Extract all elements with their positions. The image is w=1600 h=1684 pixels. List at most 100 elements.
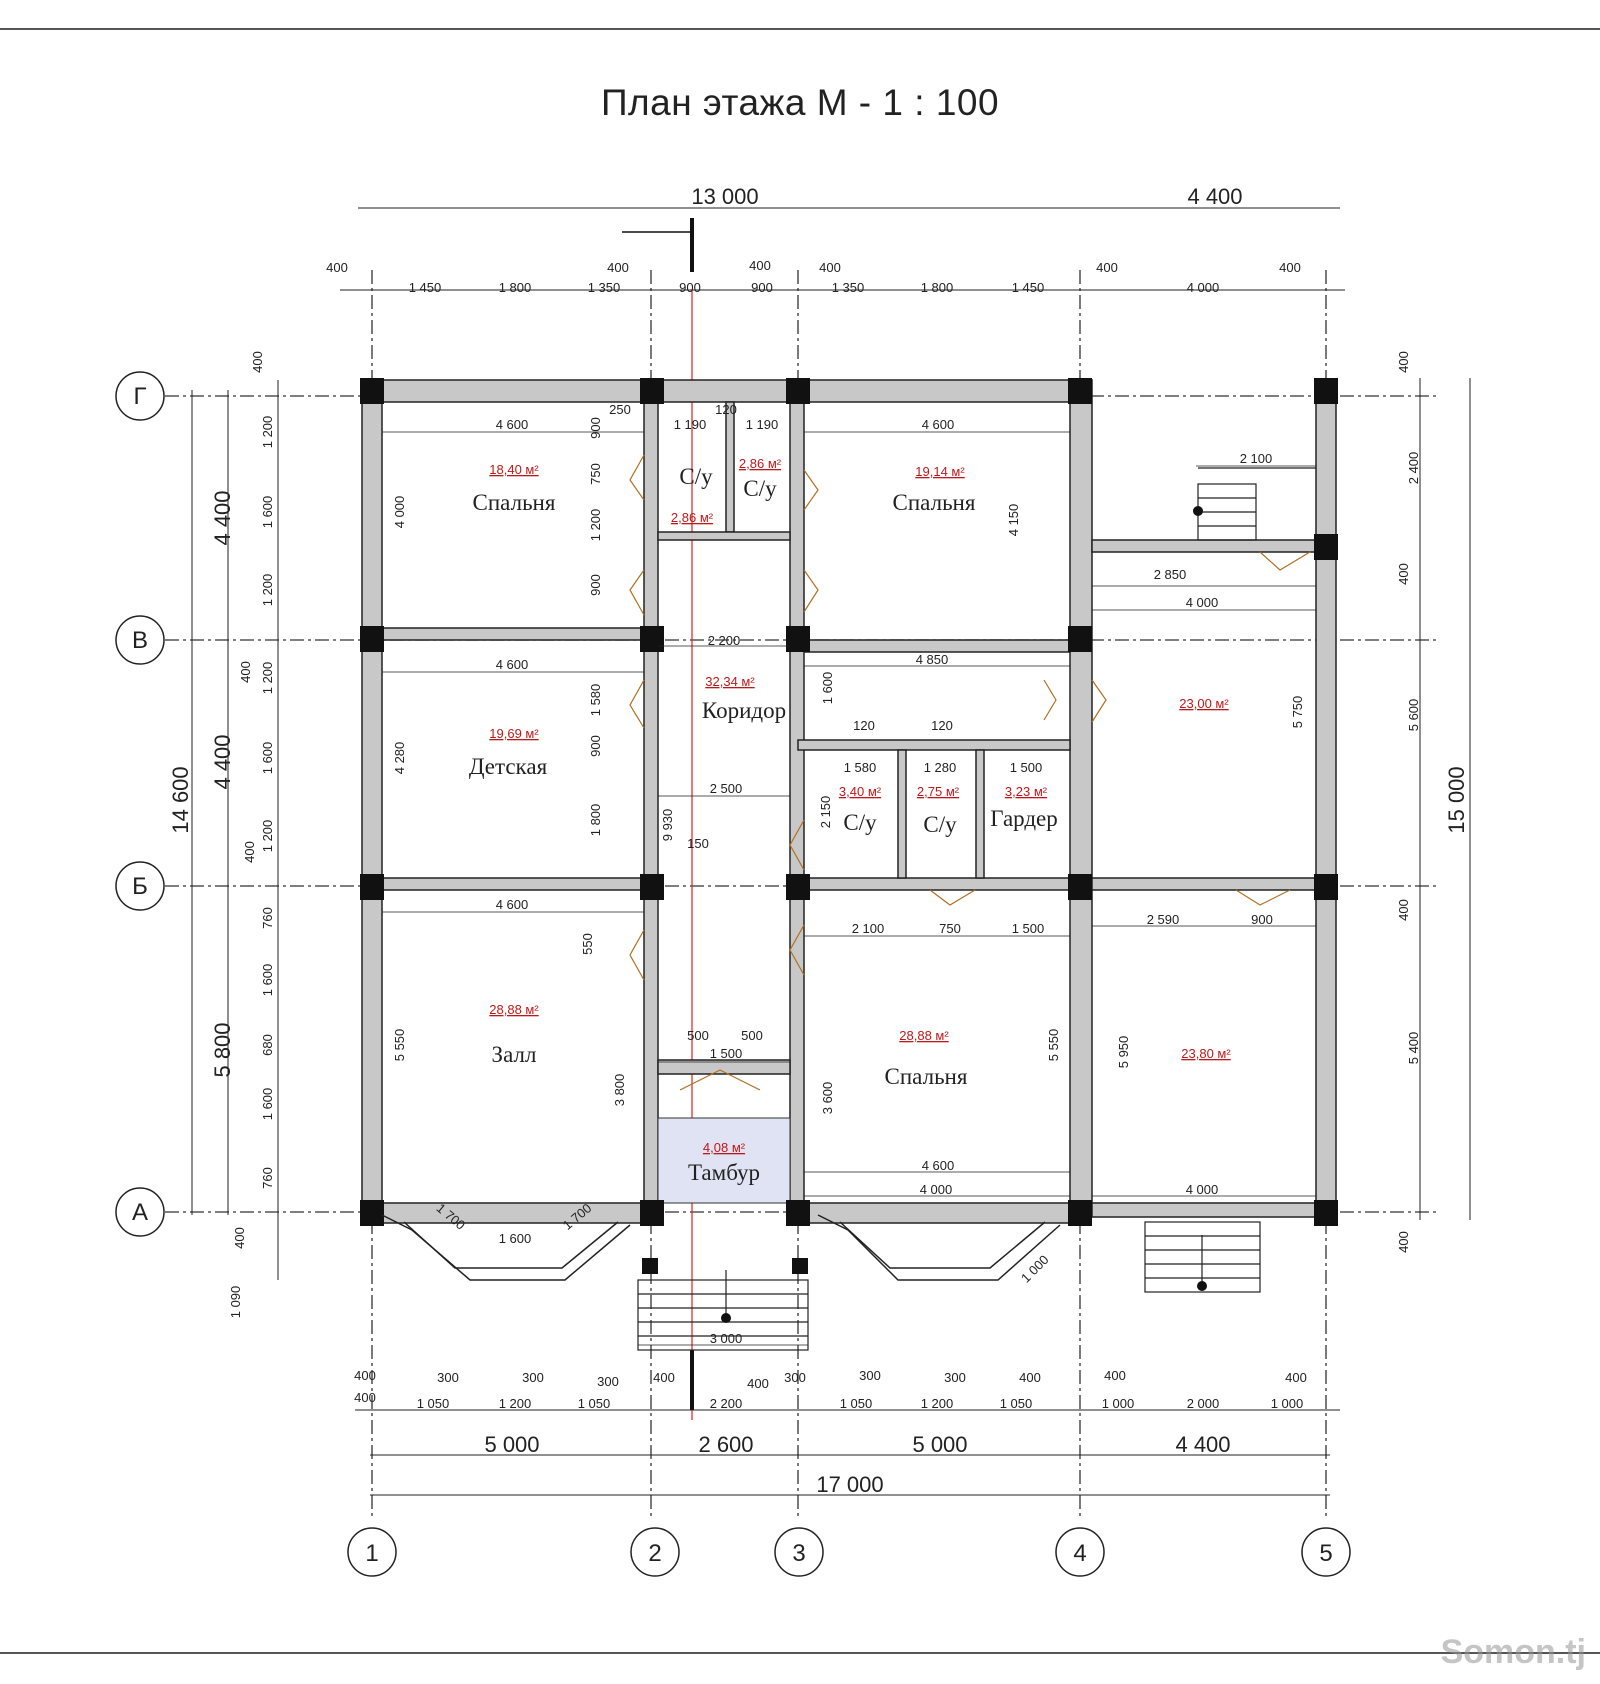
columns — [360, 378, 1338, 1274]
dims-left-detail: 400 1 200 1 600 1 200 400 1 200 1 600 1 … — [228, 351, 275, 1318]
wall-left — [361, 379, 383, 1216]
dim-bd-2: 300 — [437, 1370, 459, 1385]
dim-in-29: 900 — [588, 417, 603, 439]
wall-bottom-left — [361, 1202, 652, 1224]
dim-in-1: 4 600 — [922, 417, 955, 432]
dim-ld-13: 760 — [260, 1167, 275, 1189]
dim-in-20: 1 190 — [674, 417, 707, 432]
room-area-kids: 19,69 м² — [489, 726, 539, 741]
dim-bd-5: 1 200 — [499, 1396, 532, 1411]
dim-td-2: 1 800 — [499, 280, 532, 295]
dimension-lines — [191, 207, 1471, 1496]
dim-bottom-5000b: 5 000 — [912, 1432, 967, 1457]
dim-bd-9: 2 200 — [710, 1396, 743, 1411]
dim-in-37: 4 280 — [392, 742, 407, 775]
room-name-corridor: Коридор — [702, 698, 786, 723]
room-area-wardrobe: 3,23 м² — [1005, 784, 1048, 799]
wall-axis3 — [789, 401, 805, 1203]
dim-in-53: 500 — [687, 1028, 709, 1043]
dim-in-39: 5 550 — [1046, 1029, 1061, 1062]
dim-top-4400: 4 400 — [1187, 184, 1242, 209]
dim-in-8: 2 850 — [1154, 567, 1187, 582]
dim-in-3: 4 600 — [496, 897, 529, 912]
dim-in-31: 1 200 — [588, 509, 603, 542]
room-name-wc-1: С/у — [679, 464, 713, 489]
dim-ld-3: 1 200 — [260, 574, 275, 607]
dim-bd-16: 1 050 — [1000, 1396, 1033, 1411]
wall-b-ext — [1091, 877, 1317, 891]
room-name-bedroom-1: Спальня — [473, 490, 556, 515]
dim-in-10: 4 850 — [916, 652, 949, 667]
dim-in-45: 2 150 — [818, 796, 833, 829]
dim-bd-6: 300 — [597, 1374, 619, 1389]
dim-in-15: 900 — [1251, 912, 1273, 927]
dim-in-19: 3 000 — [710, 1331, 743, 1346]
dim-in-16: 4 000 — [1186, 1182, 1219, 1197]
dims-bottom-detail: 400 400 300 1 050 300 1 200 300 1 050 40… — [354, 1368, 1307, 1411]
dim-in-21: 1 190 — [746, 417, 779, 432]
dim-td-5: 900 — [679, 280, 701, 295]
dim-in-51: 150 — [687, 836, 709, 851]
room-area-wc-2: 2,86 м² — [739, 456, 782, 471]
dim-ld-6: 1 600 — [260, 742, 275, 775]
drawing-title: План этажа М - 1 : 100 — [600, 82, 1000, 123]
bay-windows — [381, 1214, 1061, 1281]
dim-left-5800: 5 800 — [210, 1022, 235, 1077]
dim-in-14: 2 590 — [1147, 912, 1180, 927]
dim-in-34: 900 — [588, 735, 603, 757]
dim-rd-2: 400 — [1396, 563, 1411, 585]
dim-ld-5: 1 200 — [260, 662, 275, 695]
dim-left-4400b: 4 400 — [210, 734, 235, 789]
wall-v-left — [381, 627, 653, 641]
dim-right-total: 15 000 — [1444, 766, 1469, 833]
dim-in-54: 500 — [741, 1028, 763, 1043]
dim-td-8: 400 — [819, 260, 841, 275]
dim-bottom-total: 17 000 — [816, 1472, 883, 1497]
dim-ld-10: 1 600 — [260, 964, 275, 997]
wall-bottom-right — [797, 1202, 1089, 1224]
dim-in-36: 4 000 — [392, 496, 407, 529]
dim-ld-4: 400 — [238, 661, 253, 683]
frame-top-line — [0, 28, 1600, 30]
dim-in-44: 3 600 — [820, 1082, 835, 1115]
dim-bottom-2600: 2 600 — [698, 1432, 753, 1457]
dim-bd-18: 400 — [1104, 1368, 1126, 1383]
wall-b-left — [381, 877, 653, 891]
room-area-vestibule: 4,08 м² — [703, 1140, 746, 1155]
door-swings — [629, 454, 1311, 1091]
dim-in-22: 250 — [609, 402, 631, 417]
room-area-wc-4: 2,75 м² — [917, 784, 960, 799]
room-name-kids: Детская — [469, 754, 548, 779]
axis-label-1: 1 — [365, 1540, 378, 1567]
stairs — [637, 467, 1316, 1351]
axis-label-5: 5 — [1319, 1540, 1332, 1567]
room-name-wc-2: С/у — [743, 476, 777, 501]
dims-top-detail: 400 1 450 1 800 1 350 400 900 400 900 40… — [326, 258, 1301, 295]
dim-in-42: 4 150 — [1006, 504, 1021, 537]
dim-in-12: 750 — [939, 921, 961, 936]
dim-td-12: 400 — [1096, 260, 1118, 275]
dim-in-38: 5 550 — [392, 1029, 407, 1062]
dim-bd-0: 400 — [354, 1368, 376, 1383]
dim-bd-1: 400 — [354, 1390, 376, 1405]
dim-bd-8: 400 — [653, 1370, 675, 1385]
dim-td-11: 1 450 — [1012, 280, 1045, 295]
dim-rd-3: 5 600 — [1406, 699, 1421, 732]
dim-bd-10: 400 — [747, 1376, 769, 1391]
dim-td-1: 1 450 — [409, 280, 442, 295]
dim-bd-4: 300 — [522, 1370, 544, 1385]
dim-rd-0: 400 — [1396, 351, 1411, 373]
wall-top-main — [361, 379, 1083, 403]
stair-arrow-dot-1 — [721, 1313, 731, 1323]
dim-bd-21: 1 000 — [1271, 1396, 1304, 1411]
dim-in-30: 750 — [588, 463, 603, 485]
dim-ld-0: 400 — [250, 351, 265, 373]
dim-td-9: 1 350 — [832, 280, 865, 295]
dim-left-4400a: 4 400 — [210, 490, 235, 545]
frame-bottom-line — [0, 1652, 1600, 1654]
axis-label-b: Б — [132, 873, 148, 900]
room-name-wc-3: С/у — [843, 810, 877, 835]
dim-rd-6: 400 — [1396, 1231, 1411, 1253]
room-area-bedroom-2: 19,14 м² — [915, 464, 965, 479]
